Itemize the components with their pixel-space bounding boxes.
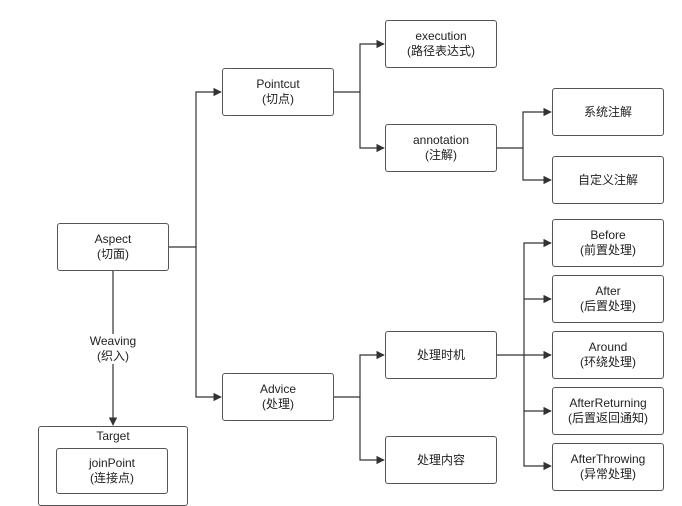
pointcut-subtitle: (切点) [262, 92, 294, 106]
annotation-title: annotation [412, 133, 470, 147]
after-returning-node: AfterReturning (后置返回通知) [552, 387, 664, 435]
aspect-subtitle: (切面) [97, 247, 129, 261]
aspect-title: Aspect [94, 232, 132, 246]
around-subtitle: (环绕处理) [580, 355, 636, 369]
edge-annotation-system [496, 107, 552, 149]
before-node: Before (前置处理) [552, 219, 664, 267]
execution-subtitle: (路径表达式) [407, 44, 475, 58]
weaving-label: Weaving (织入) [83, 334, 143, 364]
edge-advice-timing [334, 350, 385, 398]
around-title: Around [588, 340, 628, 354]
content-label: 处理内容 [416, 452, 465, 467]
after-title: After [595, 284, 621, 298]
system-annotation-label: 系统注解 [583, 104, 632, 119]
pointcut-title: Pointcut [256, 77, 300, 91]
edge-pointcut-execution [334, 39, 385, 93]
edge-advice-content [359, 397, 385, 465]
advice-title: Advice [259, 382, 297, 396]
after-returning-subtitle: (后置返回通知) [568, 411, 648, 425]
pointcut-node: Pointcut (切点) [222, 68, 334, 116]
after-node: After (后置处理) [552, 275, 664, 323]
edge-annotation-custom [522, 148, 552, 185]
before-title: Before [590, 228, 626, 242]
after-throwing-node: AfterThrowing (异常处理) [552, 443, 664, 491]
execution-title: execution [415, 29, 467, 43]
execution-node: execution (路径表达式) [385, 20, 497, 68]
annotation-node: annotation (注解) [385, 124, 497, 172]
join-point-title: joinPoint [88, 456, 136, 470]
aspect-node: Aspect (切面) [57, 223, 169, 271]
target-container: Target joinPoint (连接点) [38, 426, 188, 506]
timing-node: 处理时机 [385, 331, 497, 379]
custom-annotation-node: 自定义注解 [552, 156, 664, 204]
edge-timing-after-returning [523, 355, 552, 416]
custom-annotation-label: 自定义注解 [577, 172, 638, 187]
before-subtitle: (前置处理) [580, 243, 636, 257]
around-node: Around (环绕处理) [552, 331, 664, 379]
edge-pointcut-annotation [359, 92, 385, 153]
content-node: 处理内容 [385, 436, 497, 484]
join-point-node: joinPoint (连接点) [56, 448, 168, 494]
after-throwing-subtitle: (异常处理) [580, 467, 636, 481]
annotation-subtitle: (注解) [425, 148, 457, 162]
after-subtitle: (后置处理) [580, 299, 636, 313]
weaving-title: Weaving [89, 334, 137, 348]
join-point-subtitle: (连接点) [90, 471, 134, 485]
after-returning-title: AfterReturning [569, 396, 647, 410]
edge-aspect-pointcut [168, 87, 222, 248]
weaving-subtitle: (织入) [97, 349, 129, 363]
system-annotation-node: 系统注解 [552, 88, 664, 136]
timing-label: 处理时机 [416, 347, 465, 362]
edge-aspect-advice [195, 247, 222, 402]
edge-timing-after-throwing [523, 411, 552, 471]
advice-node: Advice (处理) [222, 373, 334, 421]
after-throwing-title: AfterThrowing [570, 452, 646, 466]
advice-subtitle: (处理) [262, 397, 294, 411]
target-title: Target [96, 429, 130, 443]
